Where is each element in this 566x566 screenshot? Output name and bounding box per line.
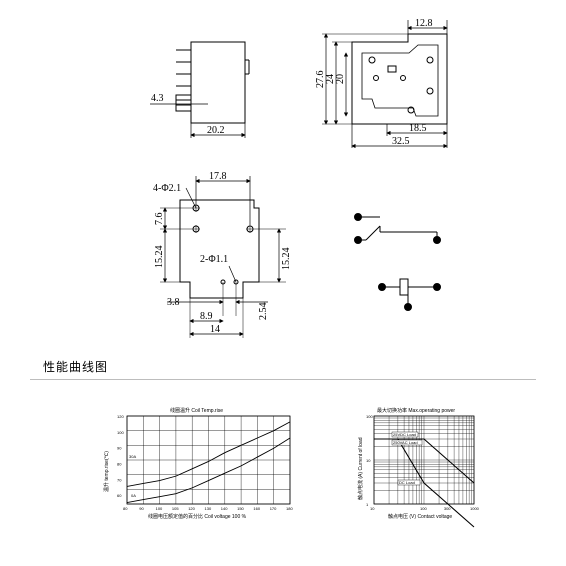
y-tick-label: 90 xyxy=(117,446,122,451)
pcb-outline xyxy=(179,199,260,299)
dim-15-24-left: 15.24 xyxy=(154,246,165,269)
dim-7-6: 7.6 xyxy=(154,213,165,226)
legend-25vdc: 25VDC Load xyxy=(393,432,416,437)
relay-side-view xyxy=(150,41,250,138)
y-tick-label: 1 xyxy=(366,502,369,507)
dim-14: 14 xyxy=(210,324,220,335)
x-tick-label: 10 xyxy=(370,506,375,511)
x-tick-label: 80 xyxy=(123,506,128,511)
x-tick-label: 90 xyxy=(139,506,144,511)
x-tick-label: 100 xyxy=(156,506,163,511)
y-tick-label: 100 xyxy=(366,414,373,419)
dim-24: 24 xyxy=(325,74,336,84)
chart-right-title: 最大切换功率 Max.operating power xyxy=(377,407,455,414)
y-tick-label: 10 xyxy=(366,458,371,463)
relay-body-top xyxy=(351,33,448,125)
legend-250vac: 250VAC Load xyxy=(393,440,418,445)
x-tick-label: 150 xyxy=(237,506,244,511)
x-tick-label: 140 xyxy=(221,506,228,511)
legend-dc-load: DC Load xyxy=(399,480,415,485)
chart-max-power: 最大切换功率 Max.operating power 10 100 300 1000 1… xyxy=(357,407,480,528)
section-divider xyxy=(30,379,536,380)
chart-left-ylabel: 温升 temp.rise(℃) xyxy=(103,451,110,492)
chart-right-xlabel: 触点电压 (V) Contact voltage xyxy=(388,513,452,520)
series-line-30a xyxy=(126,421,291,487)
dim-20-2: 20.2 xyxy=(207,125,225,136)
chart-left-xlabel: 线圈电压额定值的百分比 Coil voltage 100 % xyxy=(148,513,247,520)
chart-right-ylabel: 触点电流 (A) Current of load xyxy=(357,437,364,500)
curve-label-30a: 30A xyxy=(129,454,136,459)
x-tick-label: 130 xyxy=(205,506,212,511)
dim-27-6: 27.6 xyxy=(315,71,326,89)
relay-top-view xyxy=(322,20,448,149)
dim-4-phi-2-1: 4-Φ2.1 xyxy=(153,183,181,194)
relay-body-side xyxy=(190,41,246,124)
x-tick-label: 180 xyxy=(286,506,293,511)
dim-20: 20 xyxy=(335,74,346,84)
chart-coil-temp: 线圈温升 Coil Temp.rise 120 100 90 80 70 60 80 90 1… xyxy=(103,407,293,520)
x-tick-label: 120 xyxy=(188,506,195,511)
x-tick-label: 1000 xyxy=(470,506,480,511)
chart-left-title: 线圈温升 Coil Temp.rise xyxy=(170,407,223,414)
dim-2-phi-1-1: 2-Φ1.1 xyxy=(200,254,228,265)
y-tick-label: 80 xyxy=(117,462,122,467)
dim-18-5: 18.5 xyxy=(409,123,427,134)
y-tick-label: 120 xyxy=(117,414,124,419)
wiring-schematic xyxy=(354,213,441,311)
curve-label-0a: 0A xyxy=(131,493,136,498)
dim-12-8: 12.8 xyxy=(415,18,433,29)
dim-4-3: 4.3 xyxy=(151,93,164,104)
section-title-performance-curves: 性能曲线图 xyxy=(43,360,109,374)
dim-17-8: 17.8 xyxy=(209,171,227,182)
x-tick-label: 105 xyxy=(172,506,179,511)
x-tick-label: 300 xyxy=(444,506,451,511)
x-tick-label: 170 xyxy=(270,506,277,511)
dim-3-8: 3.8 xyxy=(167,297,180,308)
dim-2-54: 2.54 xyxy=(258,303,269,321)
x-tick-label: 100 xyxy=(420,506,427,511)
y-tick-label: 100 xyxy=(117,430,124,435)
series-line-0a xyxy=(126,437,291,503)
dim-8-9: 8.9 xyxy=(200,311,213,322)
y-tick-label: 60 xyxy=(117,493,122,498)
dim-15-24-right: 15.24 xyxy=(281,248,292,271)
series-line-ac-load xyxy=(374,438,475,484)
y-tick-label: 70 xyxy=(117,477,122,482)
x-tick-label: 160 xyxy=(253,506,260,511)
pcb-layout xyxy=(160,176,286,338)
dim-32-5: 32.5 xyxy=(392,136,410,147)
